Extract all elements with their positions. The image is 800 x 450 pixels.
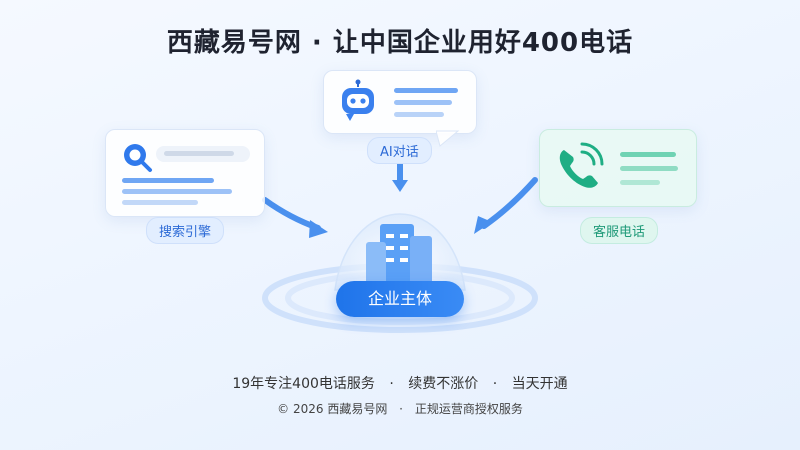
ai-chat-card — [323, 70, 477, 134]
search-result-line-2 — [122, 189, 232, 194]
service-arrow — [481, 177, 538, 229]
service-label: 客服电话 — [580, 217, 659, 244]
search-icon — [124, 144, 152, 172]
footer-separator: · — [492, 376, 498, 392]
ai-text-line-3 — [394, 112, 444, 117]
search-text-line-1 — [164, 151, 234, 156]
service-card — [539, 129, 697, 207]
footer-copyright: © 2026 西藏易号网 · 正规运营商授权服务 — [0, 400, 800, 417]
service-text-line-1 — [620, 152, 676, 157]
footer-features: 19年专注400电话服务 · 续费不涨价 · 当天开通 — [0, 373, 800, 393]
authorization-text: 正规运营商授权服务 — [414, 402, 523, 416]
service-text-line-2 — [620, 166, 678, 171]
search-result-line-3 — [122, 200, 198, 205]
service-text-line-3 — [620, 180, 660, 185]
page-title: 西藏易号网 · 让中国企业用好400电话 — [166, 28, 634, 58]
feature-same-day: 当天开通 — [511, 376, 568, 392]
phone-icon — [559, 142, 604, 188]
robot-icon — [342, 79, 374, 121]
enterprise-entity-badge: 企业主体 — [336, 281, 464, 317]
search-result-line-1 — [122, 178, 214, 183]
feature-renewal: 续费不涨价 — [408, 376, 479, 392]
ai-chat-label: AI对话 — [367, 137, 432, 164]
search-label: 搜索引擎 — [146, 217, 225, 244]
ai-text-line-1 — [394, 88, 458, 93]
search-card — [105, 129, 265, 217]
feature-years: 19年专注400电话服务 — [232, 376, 375, 392]
ai-bubble-tail — [436, 130, 460, 147]
footer-separator: · — [389, 376, 394, 392]
ai-text-line-2 — [394, 100, 452, 105]
footer-separator: · — [399, 402, 403, 416]
arrow-heads — [309, 180, 492, 238]
building-icon — [366, 224, 432, 284]
copyright-text: © 2026 西藏易号网 — [277, 402, 388, 416]
